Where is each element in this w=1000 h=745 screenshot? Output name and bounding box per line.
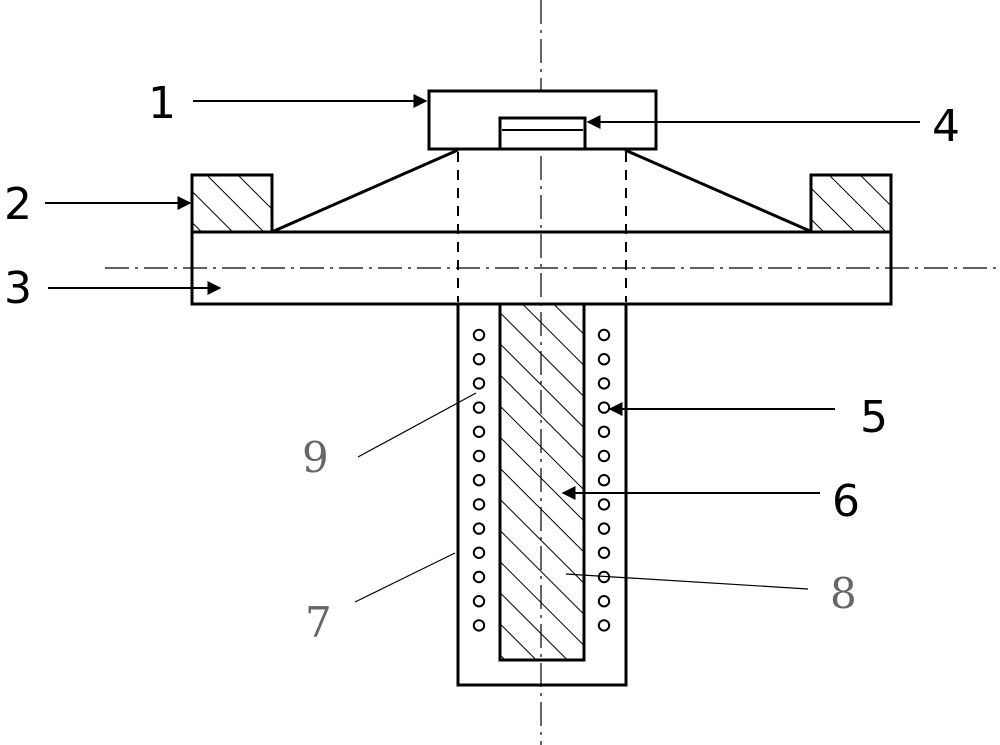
right-support-block [809,173,893,234]
coil-turn [472,522,486,535]
coil-turn [597,449,611,463]
label-1: 1 [148,78,176,129]
label-7: 7 [305,598,332,647]
coil-turn [597,619,611,632]
coil-turn [597,595,611,608]
left-coil-column [472,328,486,632]
label-9: 9 [302,433,329,482]
coil-turn [472,401,486,414]
label-6: 6 [832,476,860,527]
coil-turn [472,353,486,366]
coil-turn [472,377,486,390]
hatched-core [498,302,586,662]
coil-turn [472,425,486,438]
coil-turn [472,449,486,463]
coil-turn [597,546,611,559]
label-5: 5 [860,392,888,443]
coil-turn [472,474,486,487]
leader-9 [357,392,477,458]
coil-turn [597,328,611,342]
coil-turn [597,353,611,366]
coil-turn [472,595,486,608]
coil-turn [597,474,611,487]
label-3: 3 [4,263,32,314]
label-4: 4 [932,101,960,152]
coil-turn [597,425,611,438]
coil-turn [472,546,486,559]
coil-turn [597,401,611,414]
coil-turn [472,619,486,632]
left-support-block [190,173,274,234]
label-2: 2 [4,179,32,230]
small-insert [498,116,587,151]
label-8: 8 [830,569,857,618]
left-slant-line [273,148,459,233]
right-slant-line [624,148,811,233]
coil-turn [597,522,611,535]
leader-8 [565,573,809,590]
right-coil-column [597,328,611,632]
leader-7 [354,552,456,603]
coil-turn [597,377,611,390]
coil-turn [472,328,486,342]
coil-turn [472,498,486,511]
coil-turn [472,570,486,584]
coil-turn [597,498,611,511]
